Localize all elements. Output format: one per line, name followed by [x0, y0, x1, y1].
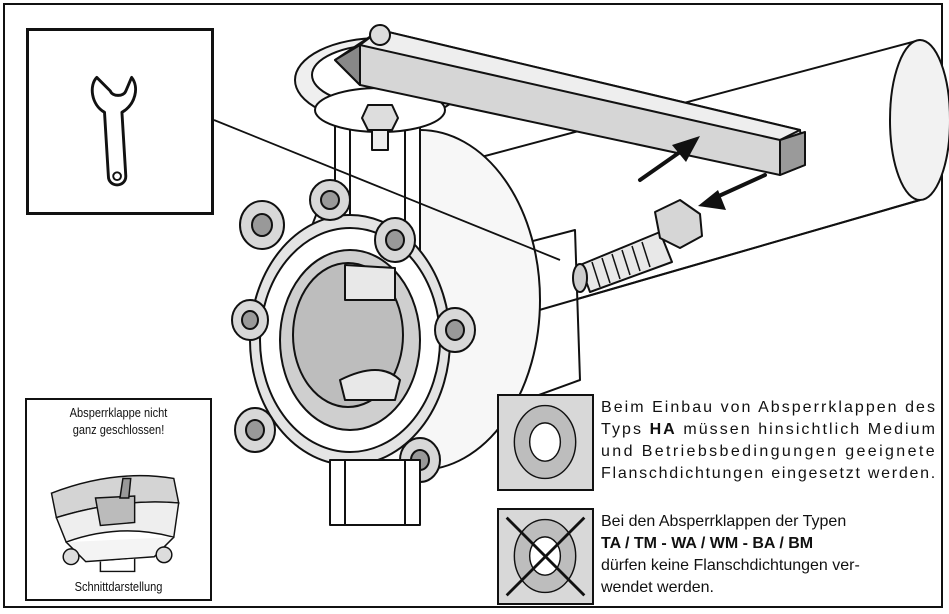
note-types-ta-tm-wa-wm-ba-bm: Bei den Absperrklappen der Typen TA / TM…	[601, 511, 937, 599]
note-ha-typs: Typs	[601, 421, 644, 438]
note-ha-line2: Typs HA müssen hinsichtlich Medium	[601, 419, 937, 441]
tool-panel	[26, 28, 214, 215]
note-ha-line2-text: Typs HA müssen hinsichtlich Medium	[601, 419, 937, 441]
note-ha-line1: Beim Einbau von Absperrklappen des	[601, 397, 937, 419]
wrench-icon	[90, 76, 137, 187]
section-view-panel: Absperrklappe nicht ganz geschlossen! Sc…	[25, 398, 212, 601]
note-ta-types-bold: TA / TM - WA / WM - BA / BM	[601, 535, 814, 552]
gasket-panel	[497, 394, 594, 491]
gasket-crossed-icon	[499, 510, 592, 603]
note-ha-line3-text: und Betriebsbedingungen geeignete	[601, 443, 937, 460]
note-ta-line3: dürfen keine Flanschdichtungen ver-	[601, 557, 860, 574]
page-frame	[3, 3, 943, 608]
valve-section-image	[50, 474, 180, 573]
gasket-icon	[499, 396, 592, 489]
note-ta-line4: wendet werden.	[601, 579, 714, 596]
note-ha-line1-text: Beim Einbau von Absperrklappen des	[601, 399, 937, 416]
note-ha-line4: Flanschdichtungen eingesetzt werden.	[601, 463, 937, 485]
note-ta-line1: Bei den Absperrklappen der Typen	[601, 513, 847, 530]
section-title-line2: ganz geschlossen!	[72, 422, 165, 437]
note-ha-line4-text: Flanschdichtungen eingesetzt werden.	[601, 465, 937, 482]
note-ha-line2-rest: müssen hinsichtlich Medium	[683, 421, 938, 438]
gasket-crossed-panel	[497, 508, 594, 605]
note-type-ha: Beim Einbau von Absperrklappen des Typs …	[601, 397, 937, 485]
insert-arrow-icon	[638, 136, 767, 210]
note-ha-type-bold: HA	[649, 421, 677, 438]
section-caption: Schnittdarstellung	[74, 579, 163, 594]
section-title-line1: Absperrklappe nicht	[69, 405, 168, 420]
note-ha-line3: und Betriebsbedingungen geeignete	[601, 441, 937, 463]
